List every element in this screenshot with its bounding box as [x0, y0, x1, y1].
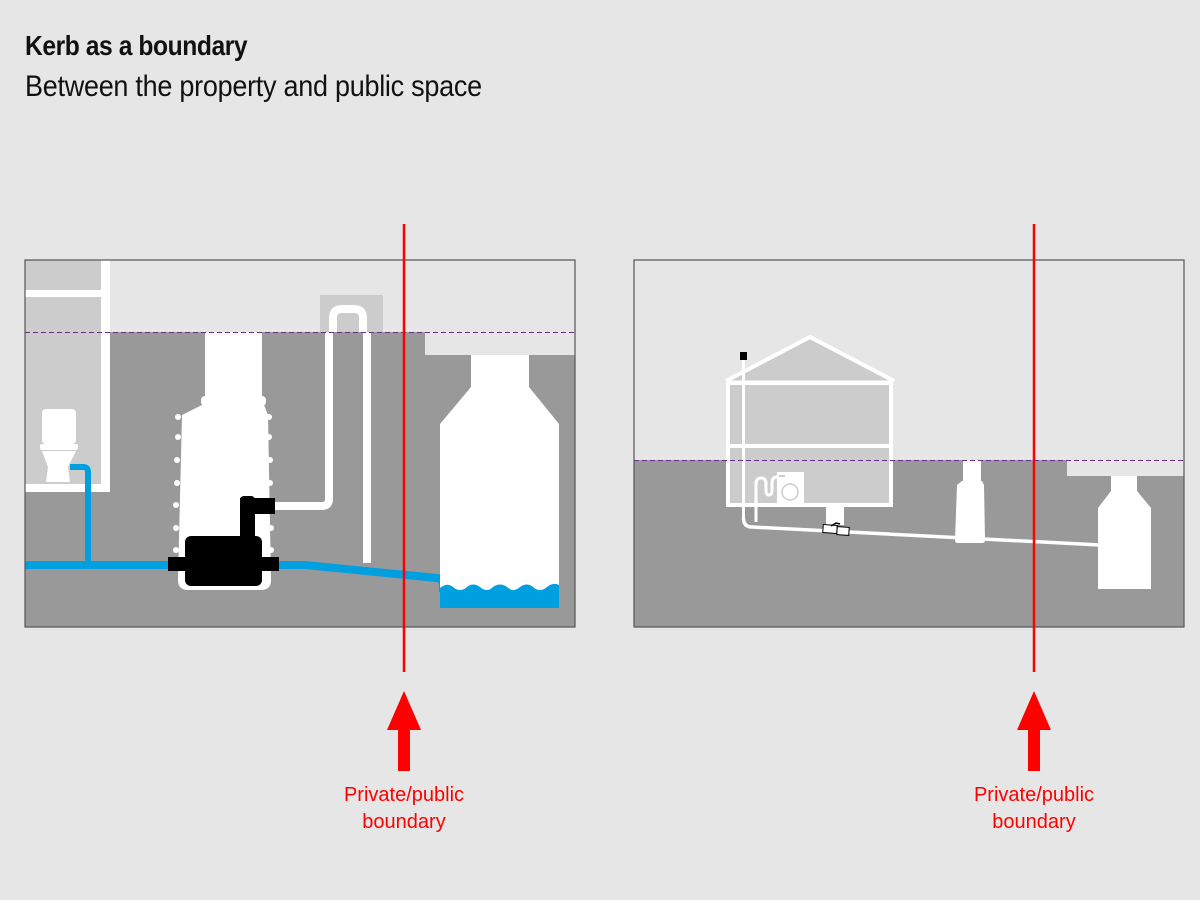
page-title: Kerb as a boundary: [25, 30, 248, 61]
washing-machine-hose: [754, 475, 778, 522]
public-sewer-manhole: [440, 355, 559, 608]
page-subtitle: Between the property and public space: [25, 70, 482, 103]
backflow-valve-icon: [822, 522, 850, 536]
boundary-arrow-icon-left: [387, 691, 421, 771]
boundary-label-right-line1: Private/public: [973, 784, 1095, 806]
house-drain-pipe: [741, 517, 1101, 547]
small-pumping-station: [955, 460, 985, 543]
public-sewer-manhole-right: [1098, 476, 1151, 589]
boundary-label-left-line1: Private/public: [343, 784, 465, 806]
boundary-label-right: Private/public boundary: [934, 782, 1134, 836]
house-icon: [725, 334, 895, 507]
toilet-icon: [40, 409, 78, 482]
boundary-label-left-line2: boundary: [362, 811, 446, 833]
boundary-label-left: Private/public boundary: [304, 782, 504, 836]
boundary-arrow-icon-right: [1017, 691, 1051, 771]
right-panel-frame: [633, 259, 1185, 628]
pump-icon: [168, 496, 279, 586]
kerb-slab: [425, 332, 575, 355]
left-panel-frame: [24, 259, 576, 628]
washing-machine-icon: [777, 472, 804, 503]
right-panel: [633, 224, 1185, 771]
basement-room: [25, 260, 110, 492]
vent-cap-icon: [740, 352, 747, 360]
left-panel: [24, 224, 576, 771]
inflow-pipe: [25, 561, 175, 569]
boundary-label-right-line2: boundary: [992, 811, 1076, 833]
kerb-slab-right: [1067, 460, 1184, 476]
sewage-water: [440, 583, 559, 608]
toilet-drain-pipe: [70, 464, 91, 565]
